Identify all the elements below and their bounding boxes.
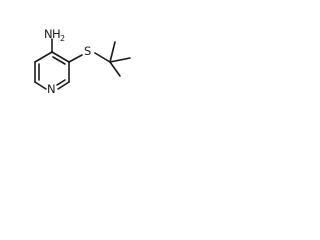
pyridine-ring	[34, 51, 70, 90]
bond-cquat-methyl-down	[109, 61, 121, 77]
bond-c5-c4	[34, 51, 53, 63]
bond-s-cquat	[94, 52, 111, 63]
chemical-structure-diagram: N H 2 S N	[34, 27, 131, 96]
amine-nitrogen-label: N	[44, 27, 53, 41]
bond-c2-n1	[57, 81, 70, 90]
bond-cquat-methyl-up	[109, 41, 116, 63]
bond-n1-c6	[34, 81, 47, 90]
bond-c3-s	[68, 54, 83, 63]
tert-butyl-group	[109, 41, 131, 77]
bond-cquat-methyl-right	[109, 57, 131, 63]
amine-hydrogen-label: H	[52, 27, 61, 41]
double-bond-c2-n1-inner	[56, 79, 66, 86]
ring-nitrogen-label: N	[47, 82, 56, 96]
sulfur-atom-label: S	[84, 44, 91, 58]
bond-c4-c3	[51, 51, 70, 63]
amine-hydrogen-count: 2	[60, 34, 65, 43]
double-bond-c4-c3-inner	[52, 56, 66, 65]
